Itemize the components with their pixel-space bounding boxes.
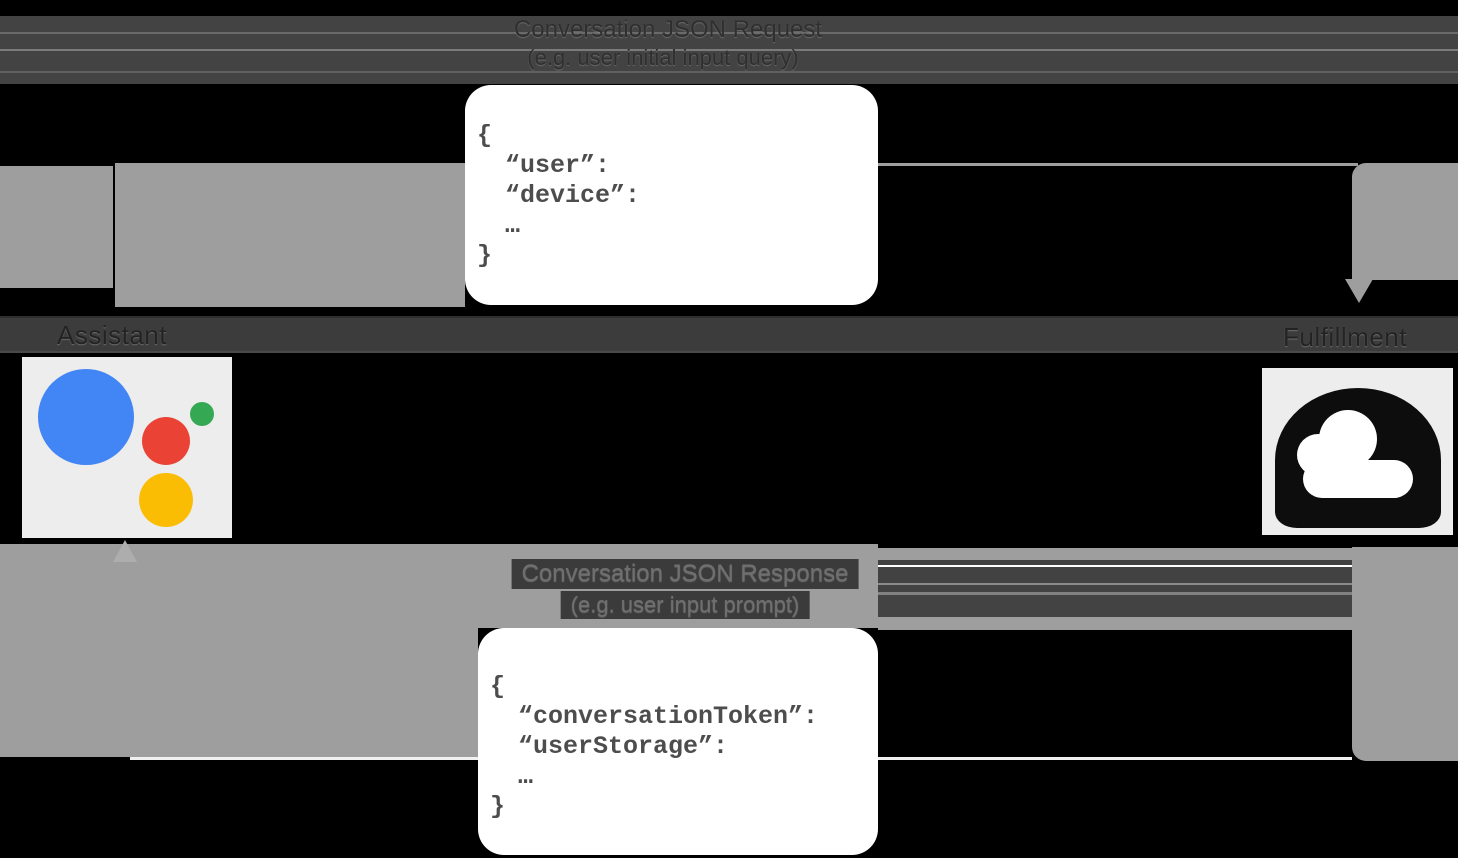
google-assistant-logo-icon — [22, 357, 232, 538]
divider-line — [0, 49, 1458, 51]
divider-line — [0, 32, 1458, 34]
code-line: “user”: — [505, 151, 611, 180]
code-line: { — [477, 121, 493, 150]
request-arrow-line — [878, 163, 1358, 166]
assistant-red-circle — [142, 417, 190, 465]
request-arrow-subtitle: (e.g. user initial input query) — [527, 45, 799, 70]
code-line: { — [490, 672, 506, 701]
response-arrow-band-left — [0, 628, 478, 757]
code-line: … — [505, 211, 521, 240]
code-line: “conversationToken”: — [518, 702, 819, 731]
assistant-yellow-circle — [139, 473, 193, 527]
assistant-label: Assistant — [57, 320, 167, 350]
fulfillment-label: Fulfillment — [1283, 322, 1407, 352]
divider-line — [0, 71, 1458, 73]
actors-band — [0, 316, 1458, 353]
request-arrow-band-left-a — [0, 166, 113, 288]
request-json-box: { “user”: “device”: … } — [465, 85, 878, 305]
response-arrow-title: Conversation JSON Response — [511, 559, 859, 589]
code-line: } — [490, 792, 506, 821]
request-arrow-title: Conversation JSON Request — [513, 16, 823, 43]
response-json-box: { “conversationToken”: “userStorage”: … … — [478, 628, 878, 855]
code-line: } — [477, 241, 493, 270]
request-arrow-vertical — [1352, 163, 1458, 280]
request-arrow-band-left-b — [115, 163, 465, 307]
response-label-backdrop — [878, 548, 1356, 630]
assistant-green-circle — [190, 402, 214, 426]
code-line: “device”: — [505, 181, 641, 210]
cloud-icon — [1303, 460, 1413, 498]
cloud-icon-disc — [1275, 388, 1441, 528]
assistant-blue-circle — [38, 369, 134, 465]
response-arrowhead-up-icon — [113, 540, 137, 562]
response-arrow-subtitle: (e.g. user input prompt) — [560, 591, 810, 619]
code-line: “userStorage”: — [518, 732, 729, 761]
code-line: … — [518, 762, 534, 791]
google-cloud-icon — [1262, 368, 1453, 535]
request-arrowhead-down-icon — [1345, 279, 1373, 303]
response-arrow-vertical — [1352, 547, 1458, 761]
